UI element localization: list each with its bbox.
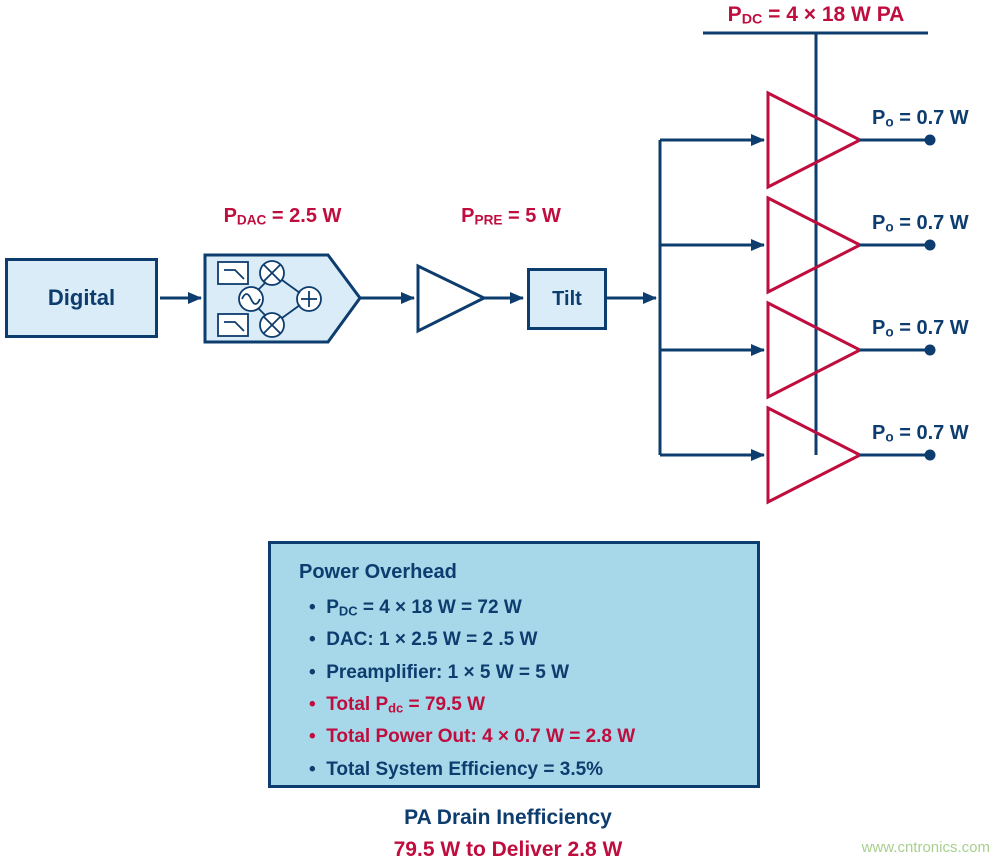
power-overhead-panel: Power Overhead PDC = 4 × 18 W = 72 W DAC… [268, 541, 760, 788]
output-dot [924, 449, 936, 461]
pa-triangle [766, 405, 864, 505]
overhead-bullet: Total Pdc = 79.5 W [297, 690, 741, 722]
output-dot [924, 134, 936, 146]
label-text: P [872, 107, 886, 129]
pa-output-label: Po = 0.7 W [872, 422, 996, 445]
pa-triangles [766, 90, 864, 505]
dac-block-internals [217, 260, 322, 338]
footer-caption-line2: 79.5 W to Deliver 2.8 W [393, 838, 623, 861]
dac-internal-links [257, 279, 301, 319]
bullet-text: Total P [326, 693, 389, 715]
pa-output-label: Po = 0.7 W [872, 107, 996, 130]
label-subscript: DC [741, 11, 763, 28]
output-dot [924, 239, 936, 251]
label-text: = 2.5 W [266, 205, 342, 227]
bullet-text: Total Power Out: 4 × 0.7 W = 2.8 W [326, 726, 636, 748]
overhead-bullet: Preamplifier: 1 × 5 W = 5 W [297, 658, 741, 690]
bullet-text: Preamplifier: 1 × 5 W = 5 W [326, 661, 570, 683]
label-subscript: o [885, 114, 894, 130]
label-text: = 4 × 18 W PA [762, 3, 905, 26]
ppre-power-label: PPRE = 5 W [431, 205, 591, 228]
label-text: = 0.7 W [893, 422, 969, 444]
preamp-triangle [416, 263, 488, 334]
label-text: P [872, 422, 886, 444]
dac-block [203, 253, 362, 344]
tilt-block-label: Tilt [552, 287, 582, 310]
output-dots [924, 134, 936, 461]
bullet-text: DAC: 1 × 2.5 W = 2 .5 W [326, 629, 538, 651]
label-subscript: DAC [236, 212, 267, 228]
pa-output-label: Po = 0.7 W [872, 317, 996, 340]
label-subscript: o [885, 429, 894, 445]
pa-triangle [766, 300, 864, 400]
mixer-icon [259, 260, 285, 286]
label-text: = 5 W [502, 205, 561, 227]
pa-power-bus [703, 31, 928, 455]
pa-triangle [766, 90, 864, 190]
watermark-text: www.cntronics.com [861, 839, 990, 856]
pa-output-label: Po = 0.7 W [872, 212, 996, 235]
lowpass-filter-icon [217, 313, 249, 337]
bullet-text: = 4 × 18 W = 72 W [357, 597, 522, 618]
label-text: P [872, 212, 886, 234]
label-text: P [872, 317, 886, 339]
label-text: = 0.7 W [893, 107, 969, 129]
label-text: P [223, 205, 237, 227]
footer-caption-line1: PA Drain Inefficiency [404, 806, 612, 829]
label-subscript: o [885, 324, 894, 340]
label-subscript: PRE [474, 212, 503, 228]
oscillator-icon [238, 286, 264, 312]
mixer-icon [259, 312, 285, 338]
summer-icon [296, 286, 322, 312]
overhead-bullet: Total System Efficiency = 3.5% [297, 755, 741, 787]
pdac-power-label: PDAC = 2.5 W [200, 205, 365, 228]
label-text: = 0.7 W [893, 212, 969, 234]
digital-block: Digital [5, 258, 158, 338]
splitter [658, 134, 765, 461]
bullet-text: = 79.5 W [403, 693, 486, 715]
label-subscript: o [885, 219, 894, 235]
lowpass-filter-icon [217, 261, 249, 285]
label-text: P [461, 205, 475, 227]
tilt-block: Tilt [527, 268, 607, 330]
label-text: P [727, 3, 742, 26]
overhead-bullet: Total Power Out: 4 × 0.7 W = 2.8 W [297, 722, 741, 754]
output-dot [924, 344, 936, 356]
overhead-bullet: DAC: 1 × 2.5 W = 2 .5 W [297, 625, 741, 657]
overhead-bullet: PDC = 4 × 18 W = 72 W [297, 593, 741, 625]
bullet-text: P [326, 597, 339, 618]
bullet-text: Total System Efficiency = 3.5% [326, 758, 604, 780]
pa-triangle [766, 195, 864, 295]
label-text: = 0.7 W [893, 317, 969, 339]
bullet-subscript: dc [388, 700, 404, 716]
digital-block-label: Digital [47, 285, 116, 310]
pa-output-lines [860, 138, 926, 457]
panel-title: Power Overhead [299, 561, 457, 583]
bullet-subscript: DC [338, 603, 358, 619]
pdc-power-label: PDC = 4 × 18 W PA [660, 3, 972, 28]
